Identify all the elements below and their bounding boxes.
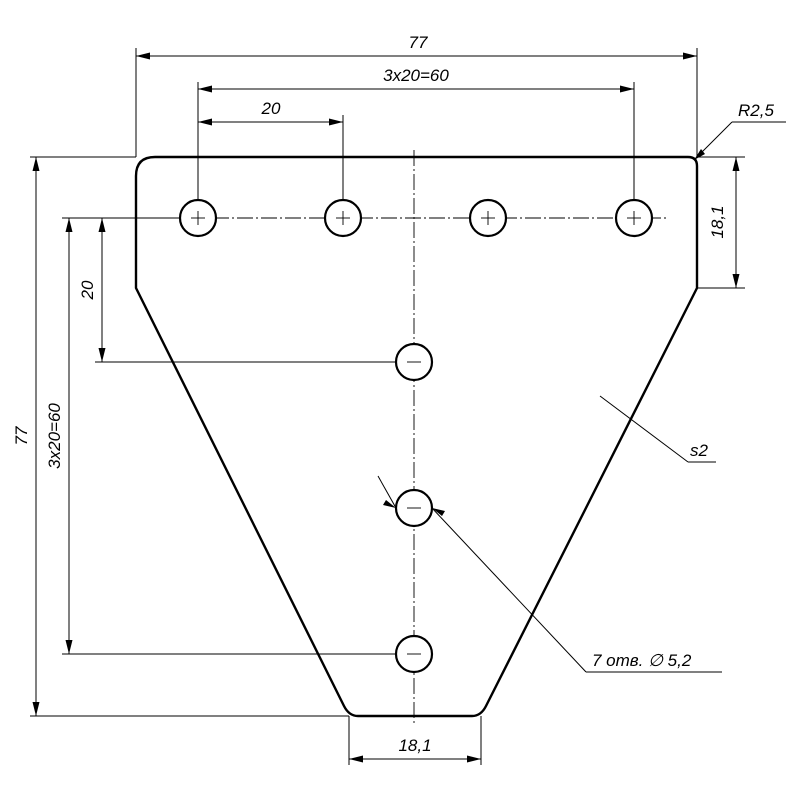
vertical-spacing-label: 20 [78,280,97,300]
holes-callout: 7 отв. ∅ 5,2 [592,651,692,670]
side-height-label: 18,1 [708,205,727,238]
plate-outline [134,155,699,718]
dimension-lines [35,55,737,760]
vertical-pitch-label: 3x20=60 [45,403,64,469]
leader-lines [377,121,786,673]
horizontal-pitch-label: 3x20=60 [383,66,449,85]
thickness-callout: s2 [690,441,709,460]
hole-center-marks [191,211,641,655]
bottom-width-label: 18,1 [398,736,431,755]
horizontal-spacing-label: 20 [261,99,281,118]
holes [178,198,654,674]
overall-width-label: 77 [409,33,428,52]
overall-height-label: 77 [12,426,31,445]
corner-radius-label: R2,5 [738,101,774,120]
extension-lines [30,48,745,765]
